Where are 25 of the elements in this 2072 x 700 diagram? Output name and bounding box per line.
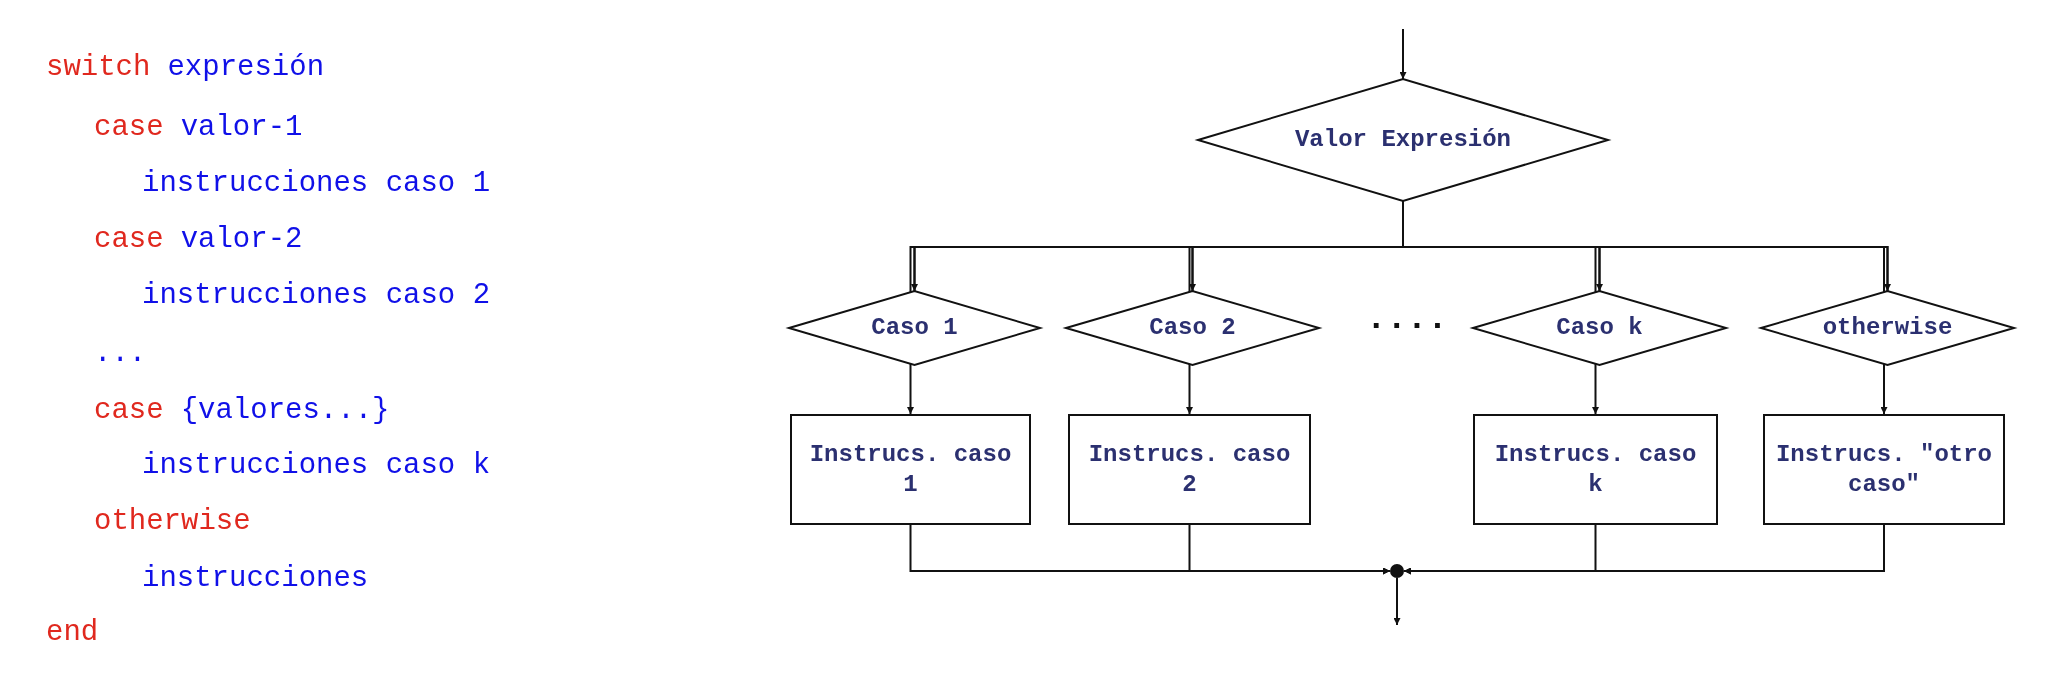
code-keyword: case	[94, 111, 164, 144]
code-keyword: otherwise	[94, 505, 251, 538]
code-text: valor-1	[180, 111, 303, 144]
arrow	[1188, 524, 1391, 575]
code-keyword: switch	[46, 51, 151, 84]
code-text: expresión	[167, 51, 325, 84]
code-text: instrucciones caso k	[142, 449, 491, 482]
ellipsis-text: ....	[1366, 300, 1448, 338]
arrow	[1393, 577, 1401, 626]
code-text: instrucciones caso 2	[142, 279, 491, 312]
process-box: Instrucs. caso 2	[1068, 414, 1311, 525]
code-text: valor-2	[180, 223, 303, 256]
code-keyword: case	[94, 223, 164, 256]
process-box: Instrucs. caso 1	[790, 414, 1031, 525]
arrow	[1399, 28, 1407, 80]
code-text: {valores...}	[180, 394, 390, 427]
junction-dot	[1390, 564, 1404, 578]
code-keyword: case	[94, 394, 164, 427]
code-keyword: end	[46, 616, 99, 649]
code-text: instrucciones caso 1	[142, 167, 491, 200]
code-text: ...	[94, 337, 147, 370]
process-box: Instrucs. "otro caso"	[1763, 414, 2005, 525]
code-text: instrucciones	[142, 562, 369, 595]
arrow	[1403, 524, 1885, 575]
process-box: Instrucs. caso k	[1473, 414, 1718, 525]
